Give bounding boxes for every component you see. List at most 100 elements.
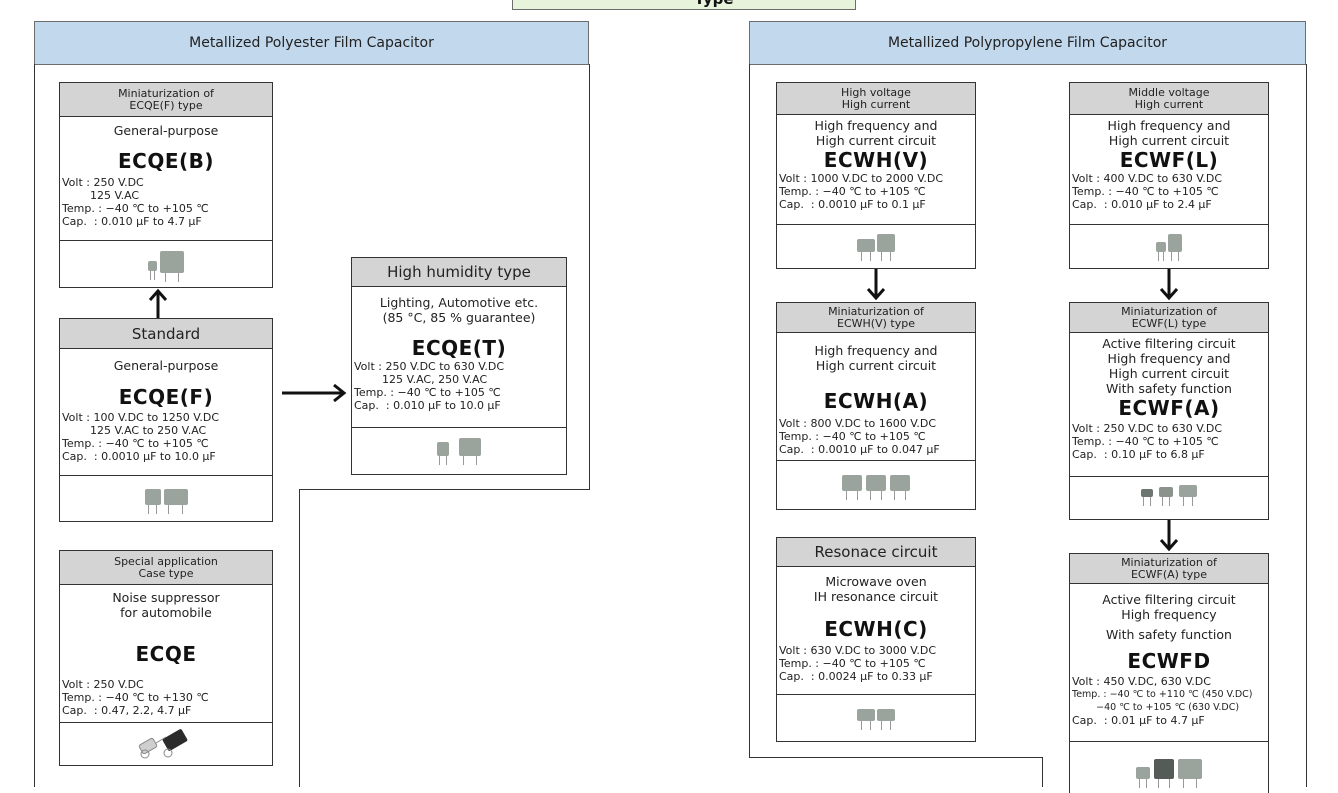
card-header: Miniaturization of ECWF(A) type — [1070, 554, 1268, 584]
right-panel-border-right — [1306, 64, 1307, 787]
capacitor-icon — [842, 475, 862, 500]
arrow-up-icon — [148, 288, 168, 320]
spec-volt: Volt : 250 V.DC to 630 V.DC — [1072, 422, 1222, 435]
card-body: Microwave oven IH resonance circuit ECWH… — [777, 567, 975, 695]
capacitor-icon — [144, 489, 161, 514]
spec-temp: Temp. : −40 ℃ to +105 ℃ — [354, 386, 501, 399]
application-text: High current circuit — [815, 133, 937, 148]
spec-temp: Temp. : −40 ℃ to +130 ℃ — [62, 691, 209, 704]
capacitor-icon — [877, 234, 895, 261]
spec-temp: Temp. : −40 ℃ to +110 ℃ (450 V.DC) — [1072, 689, 1253, 700]
product-image — [352, 427, 566, 474]
product-image — [777, 693, 975, 741]
model-name: ECQE(B) — [117, 149, 215, 173]
product-image — [1070, 475, 1268, 519]
spec-volt: Volt : 400 V.DC to 630 V.DC — [1072, 172, 1222, 185]
model-name: ECWH(V) — [823, 148, 929, 172]
header-line: Miniaturization of — [1121, 304, 1217, 318]
header-line: ECWF(A) type — [1130, 567, 1207, 581]
card-ecwf-a: Miniaturization of ECWF(L) type Active f… — [1069, 302, 1269, 520]
spec-volt: Volt : 250 V.DC to 630 V.DC — [354, 360, 504, 373]
model-name: ECWH(C) — [824, 617, 928, 641]
product-image — [1070, 223, 1268, 268]
application-text: High frequency and — [1107, 351, 1231, 366]
spec-temp: Temp. : −40 ℃ to +105 ℃ — [1072, 185, 1219, 198]
application-text: High current circuit — [815, 358, 937, 373]
left-panel-border-right — [589, 64, 590, 490]
card-header: Special application Case type — [60, 551, 272, 585]
card-header: High voltage High current — [777, 83, 975, 115]
title-banner: Type — [512, 0, 856, 10]
right-panel-border-bottom — [749, 757, 1042, 758]
card-ecwf-l: Middle voltage High current High frequen… — [1069, 82, 1269, 269]
case-capacitor-icon — [138, 729, 188, 759]
application-text: High frequency and — [814, 118, 938, 133]
arrow-down-icon — [866, 269, 886, 302]
model-name: ECWF(L) — [1119, 148, 1219, 172]
application-text: High frequency and — [1107, 118, 1231, 133]
header-line: ECWF(L) type — [1131, 316, 1207, 330]
left-panel-header: Metallized Polyester Film Capacitor — [34, 21, 589, 65]
spec-cap: Cap. : 0.0010 μF to 10.0 μF — [62, 450, 216, 463]
model-name: ECQE(F) — [118, 385, 214, 409]
capacitor-icon — [877, 709, 895, 730]
spec-volt: Volt : 250 V.DC — [62, 176, 144, 189]
application-text: High current circuit — [1108, 133, 1230, 148]
card-body: Active filtering circuit High frequency … — [1070, 584, 1268, 742]
arrow-down-icon — [1159, 269, 1179, 302]
right-panel-border-step — [1042, 757, 1043, 787]
spec-cap: Cap. : 0.10 μF to 6.8 μF — [1072, 448, 1205, 461]
application-text: High frequency — [1121, 607, 1217, 622]
card-ecwfd: Miniaturization of ECWF(A) type Active f… — [1069, 553, 1269, 793]
product-image — [777, 223, 975, 268]
spec-temp: Temp. : −40 ℃ to +105 ℃ — [779, 657, 926, 670]
arrow-down-icon — [1159, 520, 1179, 553]
spec-temp: Temp. : −40 ℃ to +105 ℃ — [779, 430, 926, 443]
card-body: Lighting, Automotive etc. (85 °C, 85 % g… — [352, 287, 566, 428]
right-panel-border-left — [749, 64, 750, 758]
card-body: High frequency and High current circuit … — [1070, 115, 1268, 225]
model-name: ECQE — [135, 642, 197, 666]
capacitor-icon — [1154, 759, 1174, 788]
header-line: ECWH(V) type — [837, 316, 915, 330]
spec-volt-2: 125 V.AC — [62, 189, 140, 202]
capacitor-icon — [1141, 489, 1153, 506]
capacitor-icon — [1178, 759, 1202, 788]
arrow-right-icon — [282, 382, 348, 404]
spec-cap: Cap. : 0.47, 2.2, 4.7 μF — [62, 704, 192, 717]
card-ecqe-f: Standard General-purpose ECQE(F) Volt : … — [59, 318, 273, 522]
card-header: Middle voltage High current — [1070, 83, 1268, 115]
application-text: General-purpose — [113, 358, 219, 373]
header-line: Miniaturization of — [1121, 555, 1217, 569]
card-ecwh-a: Miniaturization of ECWH(V) type High fre… — [776, 302, 976, 510]
capacitor-icon — [1179, 485, 1197, 506]
right-panel-title: Metallized Polypropylene Film Capacitor — [887, 35, 1168, 51]
title-banner-text: Type — [694, 0, 733, 8]
header-line: Miniaturization of — [828, 304, 924, 318]
left-panel-border-step — [299, 489, 300, 787]
capacitor-icon — [163, 489, 188, 514]
spec-cap: Cap. : 0.01 μF to 4.7 μF — [1072, 714, 1205, 727]
left-panel-border-left — [34, 64, 35, 787]
left-panel-title: Metallized Polyester Film Capacitor — [189, 35, 434, 51]
capacitor-icon — [1159, 487, 1173, 506]
capacitor-icon — [1156, 242, 1166, 261]
spec-volt-2: 125 V.AC to 250 V.AC — [62, 424, 207, 437]
application-text: Lighting, Automotive etc. — [379, 295, 539, 310]
card-body: High frequency and High current circuit … — [777, 333, 975, 461]
card-header: Standard — [60, 319, 272, 349]
spec-volt: Volt : 1000 V.DC to 2000 V.DC — [779, 172, 943, 185]
header-line: Middle voltage — [1128, 85, 1210, 99]
header-line: ECQE(F) type — [129, 98, 203, 112]
spec-cap: Cap. : 0.0010 μF to 0.1 μF — [779, 198, 926, 211]
capacitor-icon — [866, 475, 886, 500]
card-body: Active filtering circuit High frequency … — [1070, 333, 1268, 477]
capacitor-icon — [890, 475, 910, 500]
card-body: Noise suppressor for automobile ECQE Vol… — [60, 585, 272, 723]
model-name: ECQE(T) — [411, 336, 507, 360]
application-text: (85 °C, 85 % guarantee) — [382, 310, 536, 325]
header-line: High voltage — [841, 85, 911, 99]
product-image — [777, 459, 975, 509]
application-text: Noise suppressor — [112, 590, 220, 605]
model-name: ECWFD — [1127, 649, 1211, 673]
